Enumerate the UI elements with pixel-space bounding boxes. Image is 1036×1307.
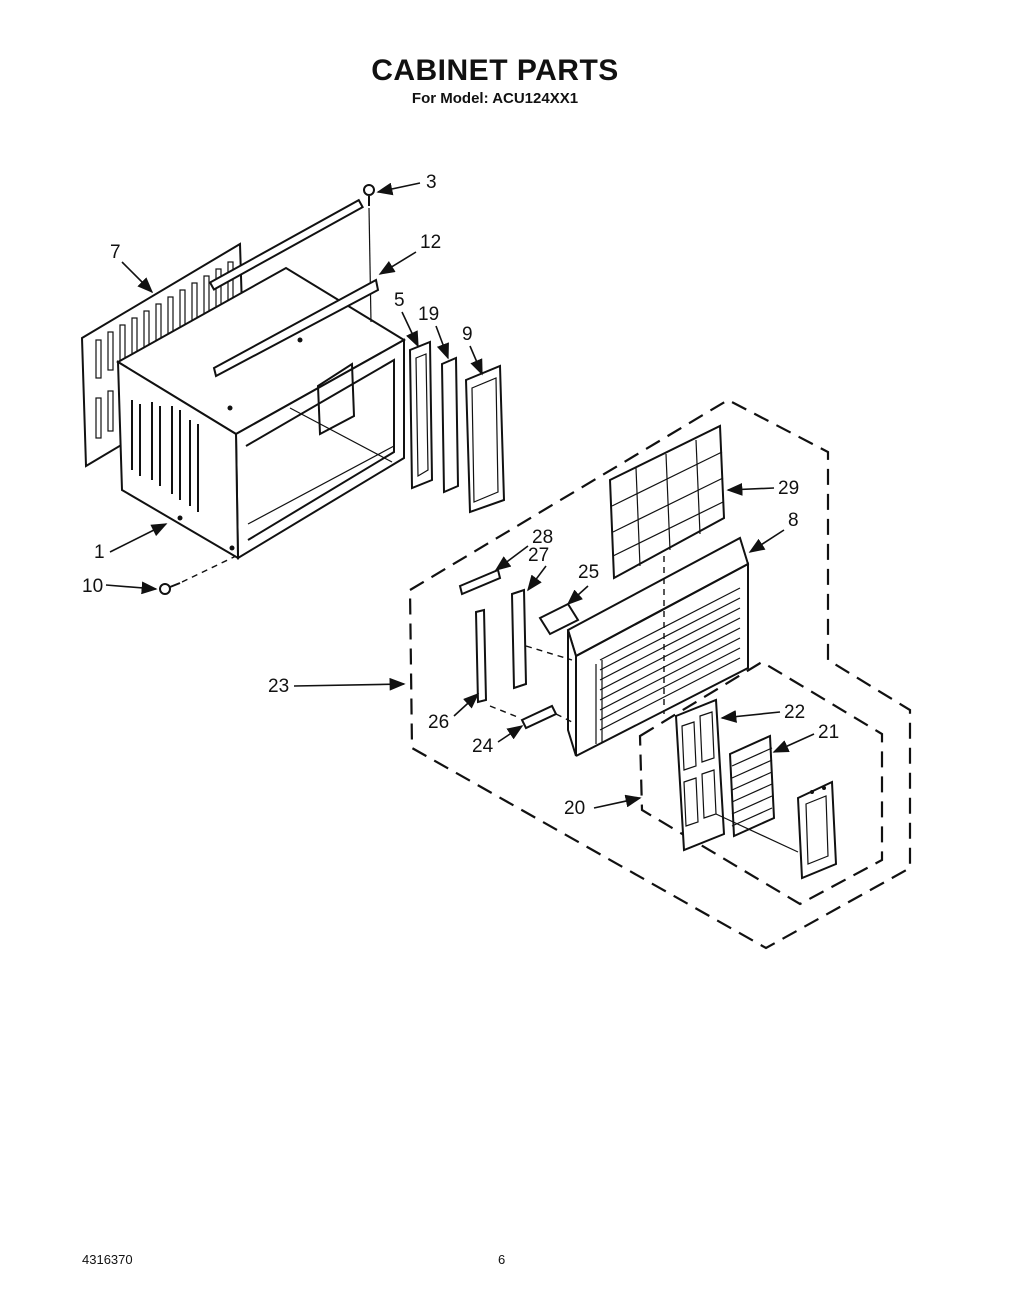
- callout-9: 9: [462, 324, 473, 345]
- callout-29: 29: [778, 478, 799, 499]
- part-handle: [796, 780, 838, 880]
- page-title: CABINET PARTS: [371, 54, 619, 87]
- part-19-seal: [440, 356, 460, 494]
- callout-1: 1: [94, 542, 105, 563]
- model-subtitle: For Model: ACU124XX1: [411, 90, 579, 107]
- document-number: 4316370: [82, 1252, 133, 1267]
- part-5-filter-frame: [408, 340, 434, 490]
- callout-10: 10: [82, 576, 103, 597]
- part-26-strip: [474, 608, 488, 704]
- callout-3: 3: [426, 172, 437, 193]
- callout-24: 24: [472, 736, 494, 757]
- callout-7: 7: [110, 242, 121, 263]
- callout-12: 12: [420, 232, 441, 253]
- part-3-screw: [363, 184, 375, 323]
- part-27-strip: [510, 588, 528, 690]
- callout-20: 20: [564, 798, 585, 819]
- callout-28: 28: [532, 527, 553, 548]
- kit-20-boundary: [638, 660, 884, 906]
- callout-5: 5: [394, 290, 405, 311]
- part-10-screw: [159, 555, 237, 595]
- part-25-pad: [538, 602, 580, 636]
- callout-22: 22: [784, 702, 805, 723]
- callout-25: 25: [578, 562, 599, 583]
- part-22-louver-frame: [674, 698, 726, 852]
- callout-26: 26: [428, 712, 449, 733]
- part-29-filter-screen: [608, 424, 726, 580]
- part-9-filter: [464, 364, 506, 514]
- part-21-louvers: [728, 734, 776, 838]
- page-number: 6: [498, 1252, 506, 1267]
- callout-27: 27: [528, 545, 549, 566]
- callout-23: 23: [268, 676, 289, 697]
- part-28-strip: [458, 568, 502, 596]
- kit-23-boundary: [408, 398, 912, 950]
- callout-21: 21: [818, 722, 839, 743]
- callout-8: 8: [788, 510, 799, 531]
- part-1-cabinet: [116, 198, 406, 560]
- part-8-front-grille: [566, 536, 750, 757]
- part-24-strip: [520, 704, 558, 730]
- part-12-top-strip: [212, 278, 380, 378]
- callout-19: 19: [418, 304, 439, 325]
